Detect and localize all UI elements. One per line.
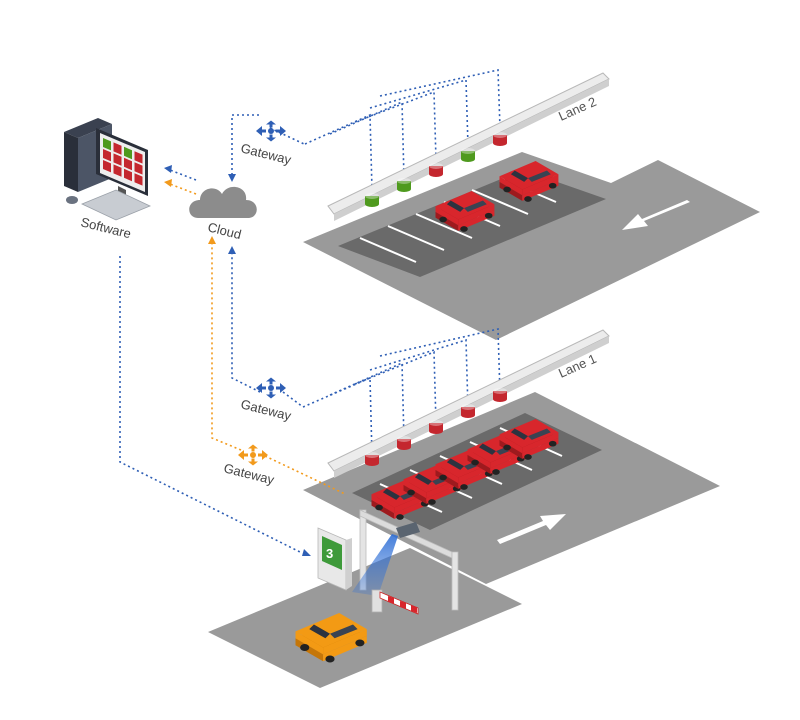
cloud-icon bbox=[189, 186, 257, 218]
lane1-sensor-4 bbox=[461, 404, 475, 418]
gateway-lane2-label: Gateway bbox=[239, 140, 293, 167]
lane2-sensors bbox=[365, 132, 507, 207]
lane2-sensor-dotted-lines bbox=[304, 69, 501, 191]
lane1-sensors bbox=[365, 388, 507, 466]
lane1-sensor-2 bbox=[397, 436, 411, 450]
lane1-sensor-1 bbox=[365, 452, 379, 466]
lane2-sensor-5 bbox=[493, 132, 507, 146]
lane2-car-2 bbox=[499, 161, 559, 202]
lane1-sensor-5 bbox=[493, 388, 507, 402]
computer-icon bbox=[64, 118, 151, 221]
network-links bbox=[119, 114, 346, 553]
lane1-direction-arrow bbox=[497, 514, 566, 544]
gateway-entry-icon bbox=[238, 444, 268, 466]
lane2-car-1 bbox=[435, 191, 495, 232]
entry-camera bbox=[396, 522, 420, 538]
lane2-direction-arrow bbox=[622, 200, 690, 230]
lane2-sensor-3 bbox=[429, 163, 443, 177]
lane2-parked-cars bbox=[435, 161, 559, 232]
entry-gantry bbox=[359, 509, 459, 611]
lane2-sensor-2 bbox=[397, 178, 411, 192]
gateway-entry-label: Gateway bbox=[222, 460, 276, 487]
gateway-lane1-icon bbox=[256, 377, 286, 399]
lane1-parked-cars bbox=[371, 419, 559, 520]
sign-count-label: 3 bbox=[326, 546, 333, 561]
entry-deck bbox=[208, 548, 522, 688]
lane1-sensor-dotted-lines bbox=[302, 328, 501, 457]
lane1-car-5 bbox=[499, 419, 559, 460]
lane2-sensor-4 bbox=[461, 148, 475, 162]
gateway-lane2-icon bbox=[256, 120, 286, 142]
entry-barrier bbox=[371, 589, 419, 615]
orange-car-body bbox=[295, 613, 367, 663]
software-label: Software bbox=[79, 214, 132, 241]
lane2-sensor-1 bbox=[365, 193, 379, 207]
availability-sign: 3 bbox=[317, 527, 352, 591]
link-arrowheads bbox=[164, 165, 311, 556]
lane1-sensor-3 bbox=[429, 420, 443, 434]
arriving-car bbox=[295, 613, 367, 663]
camera-beam bbox=[352, 534, 398, 596]
gateway-lane1-label: Gateway bbox=[239, 396, 293, 423]
